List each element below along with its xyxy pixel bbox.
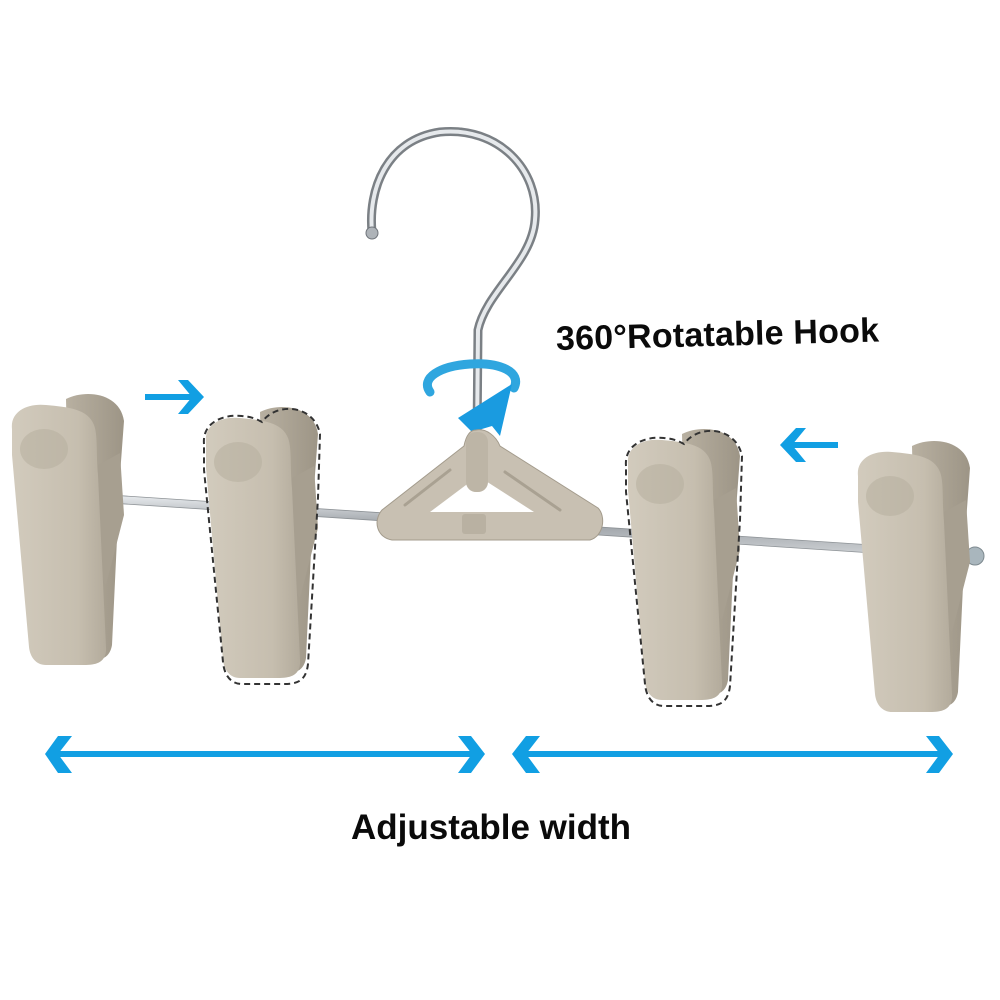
clip-far-left <box>11 394 124 665</box>
clip-far-right <box>857 441 970 712</box>
move-right-arrow-icon <box>145 380 204 414</box>
clip-inner-left <box>202 407 322 685</box>
width-arrow-right-icon <box>512 736 953 773</box>
clip-inner-right <box>624 429 744 707</box>
width-arrow-left-icon <box>45 736 485 773</box>
width-feature-label: Adjustable width <box>351 808 631 847</box>
move-left-arrow-icon <box>780 428 838 462</box>
rotatable-hook <box>365 126 540 445</box>
hanger-body <box>376 429 604 541</box>
rotation-arrow-icon <box>423 359 521 436</box>
